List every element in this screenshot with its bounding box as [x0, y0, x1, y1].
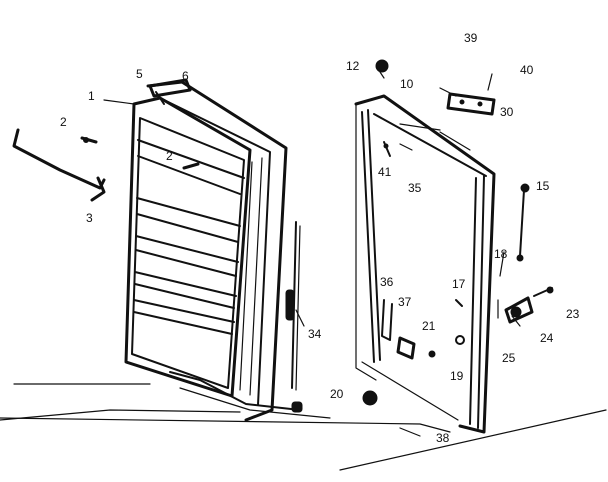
callout-label: 40 — [520, 63, 534, 77]
callout-label: 39 — [464, 31, 478, 45]
callout-label: 24 — [540, 331, 554, 345]
screw-19 — [455, 335, 465, 345]
screw-21 — [428, 350, 436, 358]
screw-41 — [383, 141, 391, 157]
knob-12 — [375, 59, 389, 79]
handle-part — [12, 128, 106, 202]
callout-label: 34 — [308, 327, 322, 341]
callout-label: 38 — [436, 431, 450, 445]
callout-labels: 1 2 2 3 5 6 10 12 15 17 18 19 20 21 23 2… — [60, 31, 580, 445]
door-assembly — [124, 80, 331, 422]
top-strip-5-6 — [148, 78, 192, 105]
callout-label: 1 — [88, 89, 95, 103]
callout-label: 5 — [136, 67, 143, 81]
hinge-assembly — [504, 286, 554, 324]
latch-plate — [446, 92, 496, 116]
callout-label: 15 — [536, 179, 550, 193]
callout-label: 3 — [86, 211, 93, 225]
callout-label: 12 — [346, 59, 360, 73]
callout-label: 18 — [494, 247, 508, 261]
callout-label: 23 — [566, 307, 580, 321]
callout-label: 35 — [408, 181, 422, 195]
callout-label: 41 — [378, 165, 392, 179]
callout-label: 37 — [398, 295, 412, 309]
callout-label: 21 — [422, 319, 436, 333]
callout-label: 20 — [330, 387, 344, 401]
callout-label: 6 — [182, 69, 189, 83]
floor-lines — [0, 383, 607, 471]
leader-lines — [103, 73, 521, 437]
bracket-37 — [396, 336, 416, 360]
callout-label: 19 — [450, 369, 464, 383]
callout-label: 10 — [400, 77, 414, 91]
callout-label: 17 — [452, 277, 466, 291]
screw-2-left — [80, 136, 98, 144]
callout-label: 36 — [380, 275, 394, 289]
callout-label: 2 — [166, 149, 173, 163]
callout-label: 30 — [500, 105, 514, 119]
callout-label: 2 — [60, 115, 67, 129]
bracket-36 — [381, 299, 393, 341]
screw-2-center — [182, 162, 200, 170]
screw-17 — [455, 299, 463, 307]
door-liner — [354, 94, 496, 434]
knob-20 — [362, 390, 378, 406]
hinge-pin-15 — [516, 183, 530, 262]
callout-label: 25 — [502, 351, 516, 365]
